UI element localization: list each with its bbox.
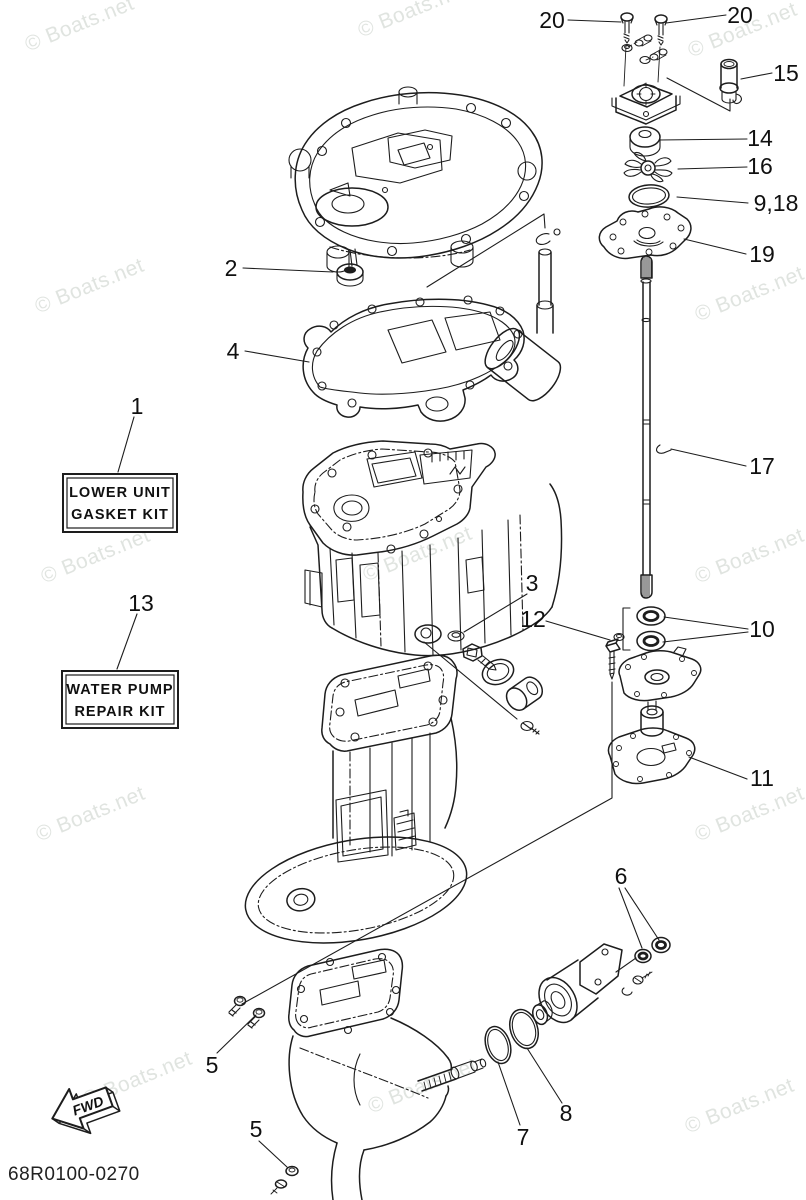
pump-washer-14 <box>629 126 661 157</box>
callout-6: 6 <box>615 863 628 889</box>
seal-6a <box>634 948 652 964</box>
pump-screw-20b <box>654 14 668 46</box>
upper-casing-side-drawing <box>302 440 563 657</box>
drain-bolt <box>462 643 483 662</box>
pump-screw-20a <box>620 12 634 44</box>
pump-washer <box>639 55 651 65</box>
gasket-holes <box>312 295 523 408</box>
oil-pipe-drawing <box>484 228 562 402</box>
o-ring-9-18 <box>628 184 670 208</box>
impeller-16 <box>623 151 673 183</box>
casing-ear-boss <box>517 161 537 181</box>
prop-shaft-assembly <box>417 936 671 1092</box>
gasket-kit-line2: GASKET KIT <box>71 507 169 523</box>
callout-labels: 20 20 15 14 16 9,18 19 2 4 1 17 3 12 10 … <box>128 2 799 1150</box>
callout-3: 3 <box>526 570 539 596</box>
watermark: © Boats.net <box>38 524 154 589</box>
watermark: © Boats.net <box>692 262 806 327</box>
callout-2: 2 <box>225 255 238 281</box>
pump-base-assembly <box>605 632 702 737</box>
dowel-pin <box>645 48 668 61</box>
drain-plug-assembly <box>447 630 543 735</box>
casing-ribs <box>329 514 524 656</box>
water-pump-kit-line1: WATER PUMP <box>66 682 173 698</box>
driveshaft-clip-17 <box>656 444 672 454</box>
o-ring-7 <box>484 1025 512 1065</box>
callout-10: 10 <box>749 616 775 642</box>
callout-7: 7 <box>517 1124 530 1150</box>
base-bolt-12 <box>605 638 621 680</box>
callout-15: 15 <box>773 60 799 86</box>
callout-11: 11 <box>750 765 774 791</box>
water-pump-kit-box: WATER PUMP REPAIR KIT <box>61 670 179 729</box>
watermark: © Boats.net <box>32 254 148 319</box>
callout-5-upper: 5 <box>206 1052 219 1078</box>
gasket-kit-line1: LOWER UNIT <box>69 485 171 501</box>
screw-pair-5b <box>270 1165 299 1195</box>
bolt-holes <box>314 102 530 257</box>
callout-5-lower: 5 <box>250 1116 263 1142</box>
watermark: © Boats.net <box>682 1074 798 1139</box>
diagram-part-code: 68R0100-0270 <box>8 1164 140 1185</box>
callout-13: 13 <box>128 590 154 616</box>
watermark: © Boats.net <box>22 0 138 56</box>
callout-9-18: 9,18 <box>754 190 799 216</box>
watermark-layer: © Boats.net © Boats.net © Boats.net © Bo… <box>22 0 806 1138</box>
watermark: © Boats.net <box>355 0 471 42</box>
callout-4: 4 <box>227 338 240 364</box>
pipe-clip <box>535 233 551 245</box>
pump-base-plate <box>618 650 702 702</box>
pump-washer <box>621 43 633 53</box>
carrier-clip <box>621 987 633 996</box>
seal-6b <box>651 936 671 954</box>
watermark: © Boats.net <box>692 782 806 847</box>
o-ring-8 <box>509 1008 539 1050</box>
base-bushing <box>640 705 664 737</box>
callout-16: 16 <box>747 153 773 179</box>
callout-17: 17 <box>749 453 775 479</box>
watermark: © Boats.net <box>365 1054 481 1119</box>
dowel-pin <box>627 34 653 48</box>
extension-casing-drawing <box>244 654 468 944</box>
callout-8: 8 <box>560 1100 573 1126</box>
callout-19: 19 <box>749 241 775 267</box>
bearing-carrier <box>538 943 623 1024</box>
screw-pair-5a <box>228 995 266 1029</box>
pump-plate-19 <box>598 206 692 260</box>
drain-boss <box>414 624 442 644</box>
water-pump-kit-line2: REPAIR KIT <box>74 704 165 720</box>
callout-20-right: 20 <box>727 2 753 28</box>
base-gasket-11 <box>607 727 696 785</box>
leader-lines <box>116 14 773 1168</box>
watermark: © Boats.net <box>692 524 806 589</box>
pump-housing <box>611 82 681 125</box>
drain-cap <box>505 676 543 712</box>
carrier-screw <box>632 971 653 985</box>
water-pump-assembly <box>598 12 742 260</box>
lower-gearcase-drawing <box>288 948 453 1200</box>
gasket-part4 <box>302 295 525 422</box>
anti-ventilation-plate <box>244 836 468 944</box>
driveshaft-drawing <box>640 255 672 599</box>
gasket-kit-box: LOWER UNIT GASKET KIT <box>62 473 178 533</box>
callout-20-left: 20 <box>539 7 565 33</box>
bearing-set-10 <box>622 606 666 652</box>
casing-ear-boss <box>288 148 312 172</box>
fwd-arrow: FWD <box>51 1086 121 1135</box>
water-tube-15 <box>719 58 742 105</box>
casing-feet <box>290 165 474 273</box>
upper-casing-top-drawing <box>288 86 543 273</box>
watermark: © Boats.net <box>33 782 149 847</box>
oil-pump-cylinder <box>484 327 562 402</box>
callout-14: 14 <box>747 125 773 151</box>
grommet-part2 <box>336 248 364 287</box>
callout-1: 1 <box>131 393 144 419</box>
flange-holes <box>310 448 463 554</box>
callout-12: 12 <box>520 606 546 632</box>
